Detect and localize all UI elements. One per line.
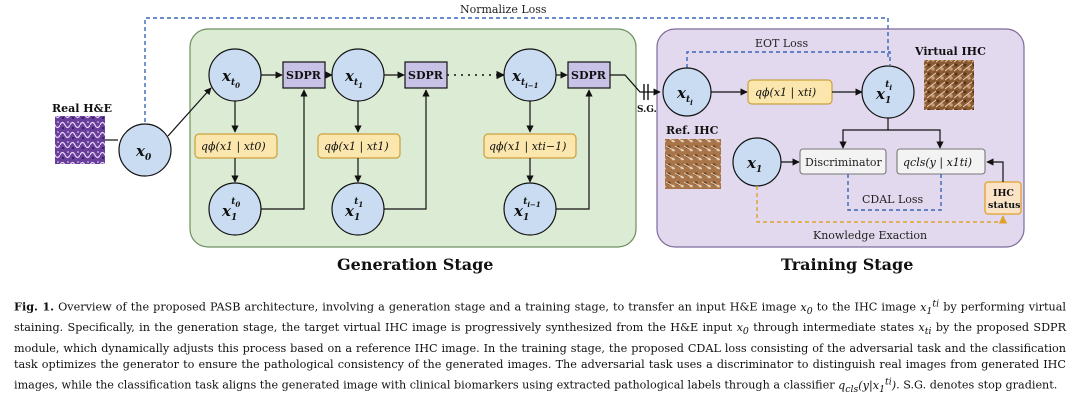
caption-math-xti: xti: [918, 321, 932, 338]
node-x1-t0-label: x1t0: [221, 197, 240, 223]
classifier-formula: qcls(y | x1ti): [903, 156, 972, 170]
pasb-architecture-diagram: Normalize Loss EOT Loss Real H&E x0 xt0 …: [52, 3, 1025, 274]
caption-text-2: to the IHC image: [812, 300, 921, 314]
virtual-ihc-label: Virtual IHC: [914, 45, 986, 58]
q-formula-t0: qϕ(x1 | xt0): [201, 140, 266, 154]
ref-ihc-label: Ref. IHC: [666, 124, 719, 137]
generation-stage-title: Generation Stage: [337, 255, 493, 274]
caption-math-x0-b: x0: [736, 321, 749, 338]
ihc-status-label-2: status: [988, 200, 1021, 211]
eot-loss-label: EOT Loss: [755, 37, 808, 50]
node-x1-t0: [208, 182, 262, 236]
node-x1-label: x1: [746, 154, 762, 175]
figure-caption: Fig. 1. Overview of the proposed PASB ar…: [14, 296, 1066, 398]
knowledge-exaction-line: [756, 186, 1008, 224]
ref-ihc-image: [665, 139, 721, 189]
caption-text-4: through intermediate states: [748, 321, 919, 335]
real-he-image: [55, 116, 105, 164]
q-box-t1: [317, 133, 401, 159]
caption-math-x0: x0: [800, 300, 813, 317]
ihc-status-label-1: IHC: [993, 188, 1014, 199]
cdal-loss-label: CDAL Loss: [862, 193, 924, 206]
node-x1-ti: [861, 65, 915, 119]
caption-text-1: Overview of the proposed PASB architectu…: [54, 300, 801, 314]
node-x1: [732, 137, 782, 187]
node-x0-label: x0: [135, 142, 152, 163]
q-formula-ti: qϕ(x1 | xti): [755, 86, 816, 100]
virtual-ihc-image: [924, 60, 974, 110]
node-xt0-label: xt0: [221, 67, 240, 90]
node-x1-t1-label: x1t1: [344, 197, 363, 223]
node-x1-ti-label: x1ti: [875, 80, 892, 106]
training-stage-title: Training Stage: [781, 255, 913, 274]
stop-gradient-arrow: [610, 74, 661, 96]
node-xt1: [331, 48, 385, 102]
normalize-loss-label: Normalize Loss: [460, 3, 547, 16]
sdpr-box-1: [282, 61, 326, 89]
cdal-loss-bracket: [847, 174, 942, 211]
caption-text-3: by performing virtual staining. Specific…: [14, 300, 1066, 335]
caption-fig-label: Fig. 1.: [14, 299, 55, 314]
node-xti: [662, 67, 712, 117]
discriminator-box: [799, 148, 887, 175]
normalize-loss-line: [144, 17, 889, 122]
node-x1-ti-1-label: x1ti−1: [513, 197, 541, 223]
caption-math-qcls: qcls(y|x1ti): [838, 375, 897, 395]
q-formula-ti-1: qϕ(x1 | xti−1): [489, 140, 566, 154]
sdpr-label-3: SDPR: [571, 69, 607, 82]
eot-loss-line: [686, 51, 891, 75]
caption-text-5: by the proposed SDPR module, which dynam…: [14, 321, 1066, 392]
node-xti-label: xti: [676, 84, 693, 107]
node-x1-t1: [331, 182, 385, 236]
sdpr-label-1: SDPR: [286, 69, 322, 82]
real-he-label: Real H&E: [52, 102, 112, 115]
sdpr-label-2: SDPR: [408, 69, 444, 82]
node-x0: [118, 123, 172, 177]
node-x1-ti-1: [503, 182, 557, 236]
q-box-t0: [194, 133, 278, 159]
q-formula-t1: qϕ(x1 | xt1): [324, 140, 389, 154]
node-xt0: [208, 48, 262, 102]
discriminator-label: Discriminator: [805, 156, 883, 169]
node-xti-1-label: xti−1: [511, 67, 539, 90]
caption-text-6: . S.G. denotes stop gradient.: [896, 378, 1058, 392]
caption-math-x1ti: x1ti: [920, 298, 940, 317]
knowledge-exaction-label: Knowledge Exaction: [813, 229, 927, 242]
node-xt1-label: xt1: [344, 67, 363, 90]
sg-label: S.G.: [637, 105, 657, 115]
